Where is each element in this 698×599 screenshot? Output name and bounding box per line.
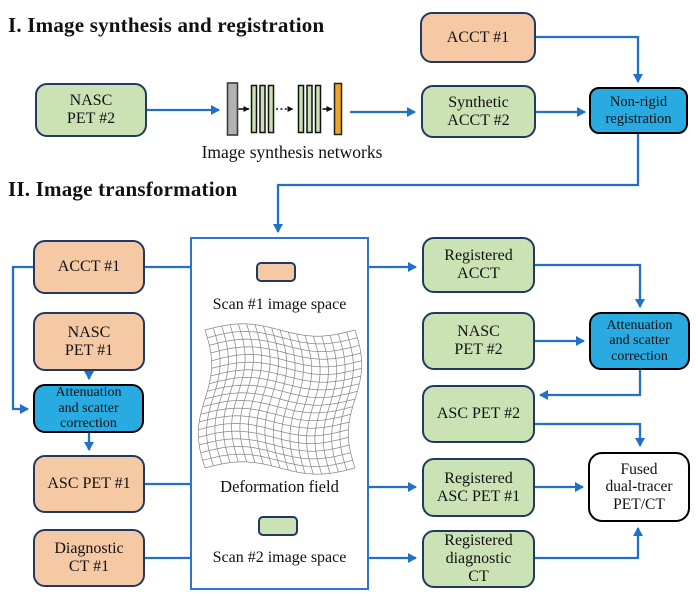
node-diagnostic-ct-1: Diagnostic CT #1 <box>33 529 145 587</box>
arrow-ascpet2-to-fused <box>535 422 645 447</box>
deformation-grid-graphic <box>197 323 363 475</box>
output-layer-bar <box>333 82 343 136</box>
input-layer-bar <box>226 82 239 136</box>
node-asc-pet-1: ASC PET #1 <box>33 455 145 513</box>
arrow-registered-acct-to-attenuation-right <box>535 263 645 308</box>
node-nasc-pet-2-right: NASC PET #2 <box>422 312 535 370</box>
scan1-space-label: Scan #1 image space <box>212 296 347 313</box>
deformation-field-label: Deformation field <box>220 477 339 496</box>
node-registered-asc-pet-1: Registered ASC PET #1 <box>422 458 535 517</box>
arrow-registered-diagct-to-fused <box>535 527 643 560</box>
scan2-image-swatch <box>258 516 298 536</box>
node-asc-pet-2: ASC PET #2 <box>422 385 535 443</box>
arrow-acct1-to-attenuation-left <box>11 265 33 414</box>
section1-title: I. Image synthesis and registration <box>8 13 325 37</box>
node-registered-diagnostic-ct: Registered diagnostic CT <box>422 530 535 588</box>
scan1-image-swatch <box>256 262 296 282</box>
node-nasc-pet-2: NASC PET #2 <box>35 83 147 137</box>
arrow-acct1-to-nonrigid <box>536 35 643 83</box>
node-acct-1-left: ACCT #1 <box>33 240 145 294</box>
node-attenuation-scatter-left: Attenuation and scatter correction <box>33 384 144 433</box>
section2-title: II. Image transformation <box>8 177 238 201</box>
node-fused-dual-tracer-pet-ct: Fused dual-tracer PET/CT <box>588 452 690 522</box>
arrow-attenuation-right-to-ascpet2 <box>539 370 642 400</box>
node-nasc-pet-1: NASC PET #1 <box>33 312 145 371</box>
decoder-layers-bars <box>297 84 322 134</box>
node-registered-acct: Registered ACCT <box>422 237 535 293</box>
image-synthesis-network-graphic <box>226 82 343 136</box>
node-non-rigid-registration: Non-rigid registration <box>589 87 688 134</box>
encoder-layers-bars <box>250 84 275 134</box>
node-attenuation-scatter-right: Attenuation and scatter correction <box>589 312 690 370</box>
node-synthetic-acct-2: Synthetic ACCT #2 <box>421 85 536 138</box>
scan2-space-label: Scan #2 image space <box>212 549 347 566</box>
node-acct-1: ACCT #1 <box>420 12 536 63</box>
network-caption: Image synthesis networks <box>201 142 383 162</box>
